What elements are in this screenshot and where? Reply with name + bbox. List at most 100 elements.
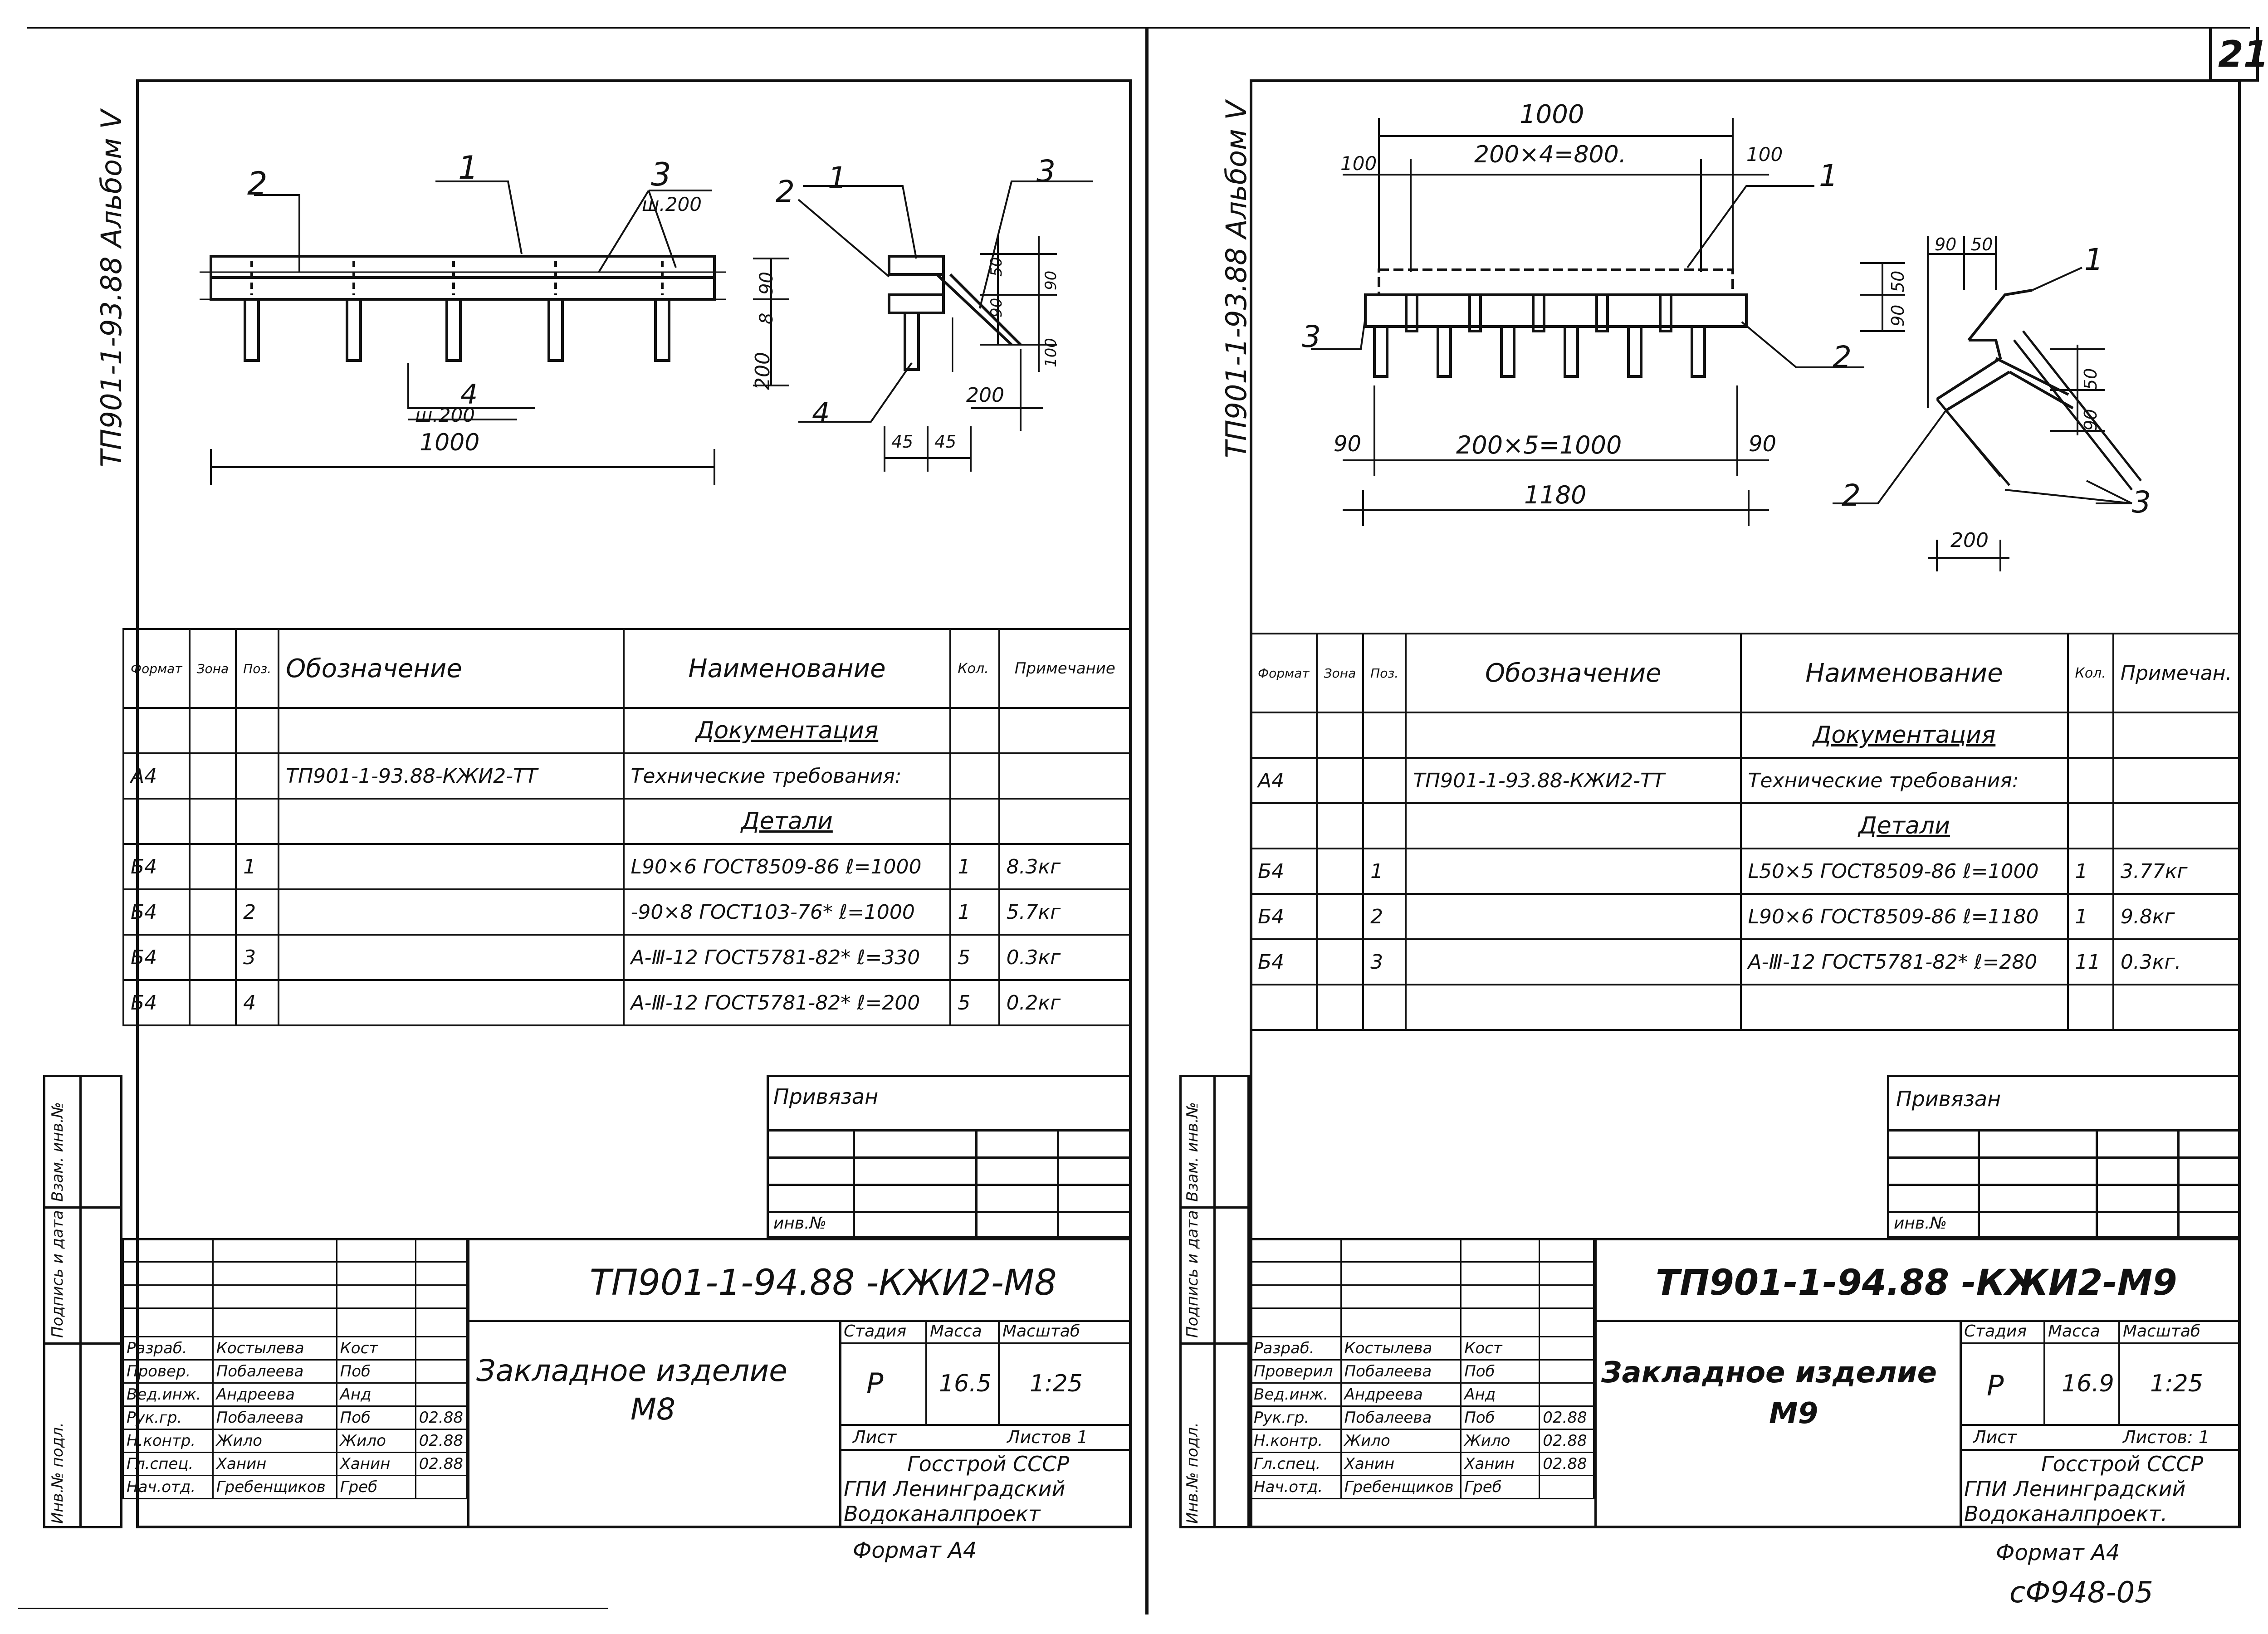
left-org-1: ГПИ Ленинградский — [844, 1477, 1066, 1501]
right-dim-90c: 90 — [2081, 409, 2101, 431]
right-dim-800: 200×4=800. — [1474, 141, 1627, 168]
right-row3-qty: 11 — [2067, 938, 2114, 985]
right-dim-100b: 100 — [1746, 143, 1783, 166]
left-sec-leader-4: 4 — [812, 396, 830, 429]
right-tb-title1: Закладное изделие — [1601, 1356, 1937, 1390]
right-scale: 1:25 — [2150, 1370, 2203, 1397]
right-role6: Нач.отд. — [1250, 1475, 1342, 1499]
right-dim-90b: 90 — [1935, 234, 1957, 254]
left-row4-format: Б4 — [122, 979, 191, 1026]
right-role0: Разраб. — [1250, 1336, 1342, 1361]
right-leader-2: 2 — [1833, 340, 1852, 375]
sheet-fold-line — [1145, 27, 1149, 1614]
left-date2 — [415, 1382, 468, 1407]
left-leader-3: 3 — [651, 156, 671, 193]
right-privyazan: Привязан — [1896, 1087, 2001, 1111]
table-row: Б4 2 -90×8 ГОСТ103-76* ℓ=1000 1 5.7кг — [122, 888, 1132, 936]
right-row2-qty: 1 — [2067, 893, 2114, 940]
left-sign0: Кост — [336, 1336, 416, 1361]
left-bottom-line — [18, 1608, 608, 1609]
right-row3-name: А-Ⅲ-12 ГОСТ5781-82* ℓ=280 — [1740, 938, 2069, 985]
right-role4: Н.контр. — [1250, 1429, 1342, 1453]
left-row2-format: Б4 — [122, 888, 191, 936]
left-stage-label: Стадия — [844, 1322, 907, 1341]
right-sec-leader-1: 1 — [2084, 242, 2103, 277]
right-mass: 16.9 — [2062, 1370, 2114, 1397]
table-row: Б4 1 L50×5 ГОСТ8509-86 ℓ=1000 1 3.77кг — [1250, 848, 2241, 895]
right-dim-90e: 90 — [1749, 431, 1777, 457]
right-row1-name: L50×5 ГОСТ8509-86 ℓ=1000 — [1740, 848, 2069, 895]
right-row0-name: Технические требования: — [1740, 757, 2069, 804]
right-dim-90a: 90 — [1888, 304, 1908, 327]
table-row: А4 ТП901-1-93.88-КЖИ2-ТТ Технические тре… — [1250, 757, 2241, 804]
left-row3-format: Б4 — [122, 934, 191, 981]
right-dim-1000: 1000 — [1520, 100, 1584, 129]
table-row: Б4 4 А-Ⅲ-12 ГОСТ5781-82* ℓ=200 5 0.2кг — [122, 979, 1132, 1026]
right-sign6: Греб — [1460, 1475, 1540, 1499]
right-hdr-designation: Обозначение — [1405, 633, 1742, 713]
right-tb-title2: М9 — [1769, 1397, 1818, 1430]
right-angle-bottom — [1364, 293, 1748, 328]
left-tb-stage-line — [839, 1342, 1132, 1344]
left-org-2: Водоканалпроект — [844, 1502, 1041, 1526]
left-scale: 1:25 — [1030, 1370, 1083, 1397]
right-stage-label: Стадия — [1964, 1322, 2027, 1341]
right-tb-v1 — [2043, 1320, 2045, 1424]
left-sheet-label: Лист — [853, 1427, 897, 1447]
right-priv-v2 — [2096, 1129, 2098, 1238]
right-side-sign: Подпись и дата — [1183, 1210, 1202, 1338]
right-row2-format: Б4 — [1250, 893, 1318, 940]
left-row3-note: 0.3кг — [998, 934, 1132, 981]
left-scale-label: Масштаб — [1002, 1322, 1080, 1341]
right-tb-code: ТП901-1-94.88 -КЖИ2-М9 — [1656, 1263, 2177, 1303]
left-tb-mid — [467, 1320, 1132, 1322]
right-leader-3: 3 — [1302, 319, 1321, 354]
left-hdr-pos: Поз. — [235, 628, 280, 709]
left-org-0: Госстрой СССР — [907, 1452, 1070, 1476]
right-sec-leader-2: 2 — [1842, 478, 1861, 513]
right-date1 — [1539, 1359, 1594, 1384]
right-sheet-label: Лист — [1973, 1427, 2017, 1447]
right-scale-label: Масштаб — [2123, 1322, 2201, 1341]
right-anchor-bars — [1373, 293, 1706, 378]
right-row3-pos: 3 — [1362, 938, 1407, 985]
table-row: А4 ТП901-1-93.88-КЖИ2-ТТ Технические тре… — [122, 752, 1132, 800]
right-hdr-format: Формат — [1250, 633, 1318, 713]
left-spec-table: Формат Зона Поз. Обозначение Наименовани… — [122, 628, 1132, 1026]
left-row2-note: 5.7кг — [998, 888, 1132, 936]
left-tb-sheet-line — [839, 1424, 1132, 1426]
right-role5: Гл.спец. — [1250, 1452, 1342, 1476]
left-sign6: Греб — [336, 1475, 416, 1499]
right-drawing — [1311, 118, 2142, 571]
right-name6: Гребенщиков — [1340, 1475, 1462, 1499]
left-sec-dim-200: 200 — [966, 384, 1004, 407]
right-dim-100a: 100 — [1340, 152, 1377, 175]
right-priv-v3 — [2177, 1129, 2180, 1238]
left-tb-top — [122, 1238, 1132, 1240]
right-tb-mid — [1594, 1320, 2241, 1322]
left-leader-1: 1 — [458, 149, 479, 186]
left-side-column — [43, 1075, 122, 1528]
left-row1-pos: 1 — [235, 843, 280, 890]
right-priv-l4 — [1887, 1211, 2241, 1213]
right-inv-no: инв.№ — [1894, 1214, 1947, 1233]
left-format-label: Формат А4 — [853, 1538, 977, 1563]
left-side-inv: Инв.№ подл. — [49, 1422, 67, 1524]
right-priv-l1 — [1887, 1129, 2241, 1132]
left-date5: 02.88 — [415, 1452, 468, 1476]
right-name0: Костылева — [1340, 1336, 1462, 1361]
left-row4-pos: 4 — [235, 979, 280, 1026]
left-row2-pos: 2 — [235, 888, 280, 936]
left-row1-qty: 1 — [949, 843, 1000, 890]
left-name6: Гребенщиков — [212, 1475, 337, 1499]
left-priv-l2 — [767, 1156, 1132, 1159]
right-name1: Побалеева — [1340, 1359, 1462, 1384]
